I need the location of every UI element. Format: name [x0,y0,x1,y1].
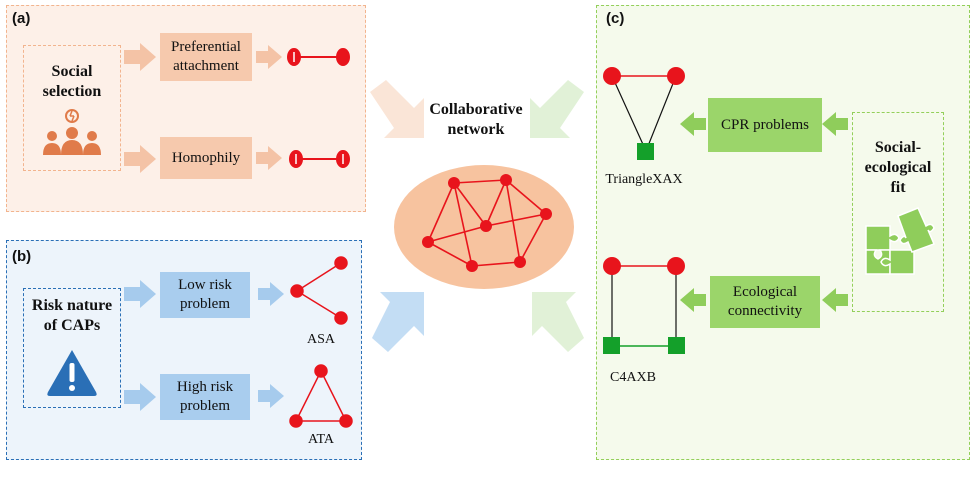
arrow-cpr-to-motif [680,112,706,136]
node-red [334,256,348,270]
node-red [336,48,350,66]
node-red [480,220,492,232]
node-red [448,177,460,189]
arrow-from-b [372,292,424,352]
node-green [668,337,685,354]
social-selection-box [23,45,121,171]
node-red [422,236,434,248]
node-red [667,67,685,85]
network-nodes [422,174,552,272]
motif-ata [289,364,353,428]
arrow-high-to-ata [258,384,284,408]
collaborative-network-title: Collaborative network [429,101,523,138]
ecological-connectivity-box: Ecological connectivity [710,276,820,328]
preferential-attachment-box: Preferential attachment [160,33,252,81]
low-risk-problem-box: Low risk problem [160,272,250,318]
node-red [603,257,621,275]
arrow-fit-to-connectivity [822,288,848,312]
homophily-box: Homophily [160,137,252,179]
panel-b-tag: (b) [12,248,32,265]
dyad-homophily [289,150,350,168]
network-edges [427,179,547,267]
ata-label: ATA [307,432,335,447]
people-network-icon [43,109,101,155]
warning-icon [47,350,97,396]
panel-c-arrows [680,112,848,312]
motif-c4axb [603,257,685,354]
panel-a-tag: (a) [12,10,31,27]
arrow-pref-to-motif [256,45,282,69]
arrow-to-preferential [124,43,156,71]
dyad-preferential [287,48,350,66]
node-red [466,260,478,272]
arrow-from-a [370,80,424,138]
node-red [314,364,328,378]
puzzle-icon [865,207,936,275]
cpr-problems-box: CPR problems [708,98,822,152]
node-red [339,414,353,428]
node-green [637,143,654,160]
node-red [540,208,552,220]
panel-c-tag: (c) [606,10,625,27]
arrow-to-low-risk [124,280,156,308]
node-red [290,284,304,298]
arrow-from-c-bottom [532,292,584,352]
arrow-low-to-asa [258,282,284,306]
node-red [667,257,685,275]
node-red [289,414,303,428]
arrow-fit-to-cpr [822,112,848,136]
social-ecological-fit-box [852,112,944,312]
risk-nature-label: Risk nature of CAPs [31,297,113,334]
node-red [603,67,621,85]
high-risk-problem-box: High risk problem [160,374,250,420]
arrow-to-high-risk [124,383,156,411]
motif-trianglexax [603,67,685,160]
panel-b-arrows [124,280,284,411]
arrow-to-homophily [124,145,156,173]
social-selection-label: Social selection [42,63,102,100]
motif-asa [290,256,348,325]
node-red [500,174,512,186]
arrow-homo-to-motif [256,146,282,170]
arrow-connectivity-to-motif [680,288,706,312]
c4axb-label: C4AXB [610,370,656,385]
node-red [514,256,526,268]
node-green [603,337,620,354]
panel-a-arrows [124,43,282,173]
social-ecological-fit-label: Social-ecological fit [864,139,932,196]
asa-label: ASA [306,332,335,347]
big-arrows [370,80,584,352]
node-red [334,311,348,325]
trianglexax-label: TriangleXAX [605,172,683,187]
risk-nature-box [23,288,121,408]
arrow-from-c-top [530,80,584,138]
